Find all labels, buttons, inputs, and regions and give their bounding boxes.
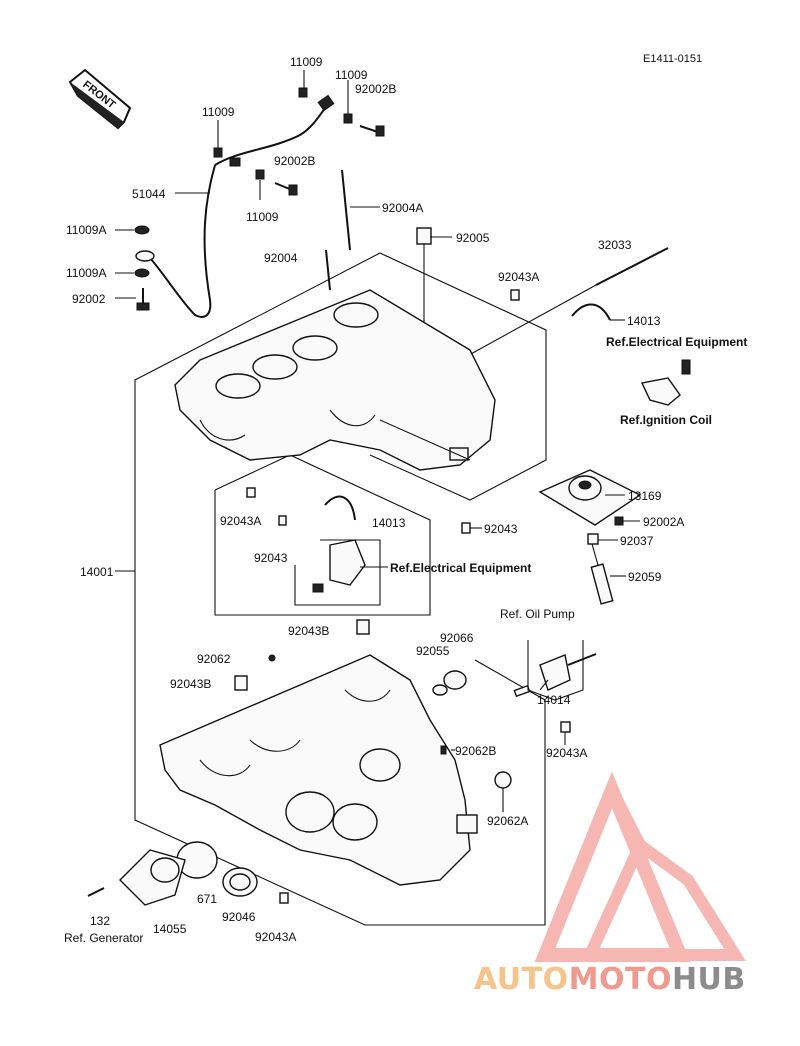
plug-92062-icon bbox=[268, 654, 276, 662]
upper-crankcase-part bbox=[174, 289, 496, 471]
part-label-92002a: 92002A bbox=[643, 515, 685, 529]
bolt-92002-icon bbox=[136, 288, 150, 311]
part-label-11009: 11009 bbox=[246, 210, 279, 224]
watermark-part-auto: AUTO bbox=[474, 962, 569, 997]
part-label-92043b: 92043B bbox=[170, 677, 212, 691]
plug-92062a-icon bbox=[494, 771, 512, 789]
part-label-14055: 14055 bbox=[153, 922, 187, 936]
part-label-92037: 92037 bbox=[620, 534, 654, 548]
part-label-132: 132 bbox=[90, 914, 111, 928]
clamp-ignition-icon bbox=[640, 359, 691, 406]
leader-lines bbox=[115, 70, 640, 812]
part-label-92002b: 92002B bbox=[274, 154, 316, 168]
part-label-11009: 11009 bbox=[202, 105, 235, 119]
washer-11009-icon bbox=[298, 87, 308, 98]
part-label-92005: 92005 bbox=[456, 231, 490, 245]
part-label-92043: 92043 bbox=[254, 551, 288, 565]
ref-oil-pump-label: Ref. Oil Pump bbox=[500, 607, 575, 621]
washer-11009-icon bbox=[343, 113, 353, 124]
watermark-text: AUTOMOTOHUB bbox=[474, 962, 746, 997]
oring-92037-icon bbox=[587, 533, 599, 545]
part-label-11009: 11009 bbox=[335, 68, 368, 82]
shaft-32033-part bbox=[595, 247, 669, 286]
part-label-14001: 14001 bbox=[80, 565, 114, 579]
washer-11009a-icon bbox=[134, 268, 150, 278]
dowel-92043-icon bbox=[278, 515, 287, 526]
banjo-fitting-icon bbox=[135, 250, 155, 262]
clamp-electrical-icon bbox=[312, 539, 366, 593]
dowel-92043a-icon bbox=[246, 487, 256, 498]
bearing-92046-icon bbox=[222, 867, 258, 897]
ref-generator-label: Ref. Generator bbox=[64, 931, 144, 945]
part-label-92043: 92043 bbox=[484, 522, 518, 536]
watermark-part-hub: HUB bbox=[671, 962, 746, 997]
ref-electrical-equipment-label: Ref.Electrical Equipment bbox=[606, 335, 748, 349]
part-label-92055: 92055 bbox=[416, 644, 450, 658]
dowel-92043a-icon bbox=[560, 721, 571, 733]
part-label-11009a: 11009A bbox=[66, 223, 107, 237]
part-label-92059: 92059 bbox=[628, 570, 662, 584]
dowel-92043b-icon bbox=[356, 619, 370, 635]
part-label-13169: 13169 bbox=[628, 489, 662, 503]
part-label-92043a: 92043A bbox=[546, 746, 588, 760]
bracket-14013-icon bbox=[571, 303, 611, 321]
part-label-92004a: 92004A bbox=[382, 201, 424, 215]
washer-11009a-icon bbox=[134, 225, 150, 235]
part-label-14013: 14013 bbox=[627, 314, 661, 328]
part-label-11009: 11009 bbox=[290, 55, 323, 69]
plug-92066-icon bbox=[443, 670, 467, 690]
part-label-11009a: 11009A bbox=[66, 266, 107, 280]
part-label-51044: 51044 bbox=[132, 187, 166, 201]
washer-11009-icon bbox=[255, 169, 265, 180]
bolt-92002b-icon bbox=[274, 182, 298, 196]
part-label-92062a: 92062A bbox=[487, 814, 529, 828]
part-label-92066: 92066 bbox=[440, 631, 474, 645]
dowel-92005-part bbox=[416, 227, 432, 245]
oil-hose-part bbox=[149, 94, 335, 318]
lower-crankcase-part bbox=[159, 654, 478, 886]
part-label-92002b: 92002B bbox=[355, 82, 397, 96]
plug-92062b-icon bbox=[440, 745, 447, 755]
part-label-92046: 92046 bbox=[222, 910, 256, 924]
part-label-671: 671 bbox=[197, 892, 218, 906]
pipe-92059-icon bbox=[590, 563, 614, 605]
part-label-92043a: 92043A bbox=[498, 270, 540, 284]
dowel-92043a-icon bbox=[279, 892, 289, 904]
stud-92004-part bbox=[325, 249, 331, 291]
part-label-14013: 14013 bbox=[372, 516, 406, 530]
bracket-14013-icon bbox=[324, 495, 356, 521]
cover-13169-part bbox=[538, 469, 642, 526]
stud-92004a-part bbox=[341, 169, 351, 251]
part-label-92062: 92062 bbox=[197, 652, 231, 666]
watermark-part-moto: MOTO bbox=[568, 962, 672, 997]
dowel-92043a-icon bbox=[510, 289, 520, 301]
part-label-92043a: 92043A bbox=[220, 514, 262, 528]
ref-ignition-coil-label: Ref.Ignition Coil bbox=[620, 413, 712, 427]
ref-electrical-equipment-label: Ref.Electrical Equipment bbox=[390, 561, 532, 575]
bolt-132-icon bbox=[87, 887, 105, 897]
front-arrow-icon bbox=[68, 68, 132, 130]
washer-11009-icon bbox=[213, 147, 223, 158]
dowel-92043b-icon bbox=[234, 675, 248, 691]
diagram-code: E1411-0151 bbox=[643, 53, 703, 65]
bolt-92002b-icon bbox=[359, 125, 385, 137]
housing-14055-icon bbox=[119, 849, 186, 906]
assembly-outline bbox=[134, 252, 547, 926]
watermark-logo-icon bbox=[534, 771, 746, 962]
part-label-92043a: 92043A bbox=[255, 930, 297, 944]
part-label-92062b: 92062B bbox=[455, 744, 497, 758]
oring-92055-icon bbox=[432, 684, 448, 696]
part-label-92002: 92002 bbox=[72, 292, 106, 306]
dowel-92043-icon bbox=[461, 522, 471, 534]
part-label-92004: 92004 bbox=[264, 251, 298, 265]
part-label-32033: 32033 bbox=[598, 238, 632, 252]
bolt-92002a-icon bbox=[614, 516, 624, 526]
part-label-92043b: 92043B bbox=[288, 624, 330, 638]
part-label-14014: 14014 bbox=[537, 693, 571, 707]
oil-pump-ref-part bbox=[513, 653, 597, 698]
